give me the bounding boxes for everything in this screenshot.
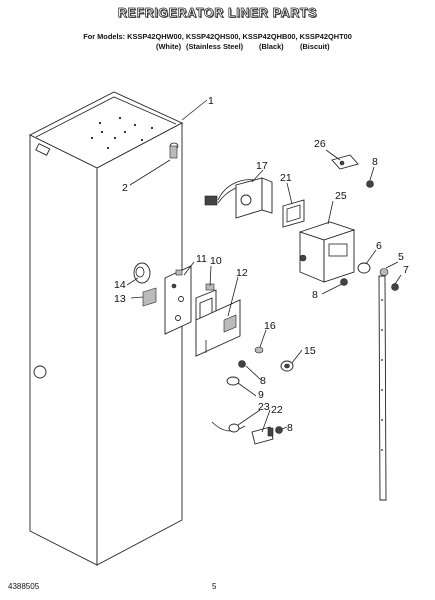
callout-12: 12 [236,267,248,279]
callout-8-lower: 8 [260,375,266,387]
models-line: For Models: KSSP42QHW00, KSSP42QHS00, KS… [83,32,352,41]
callout-21: 21 [280,172,292,184]
insulation-pad [142,287,157,307]
screws [238,180,399,434]
callout-15: 15 [304,345,316,357]
callout-17: 17 [256,160,268,172]
callout-9: 9 [258,389,264,401]
callout-25: 25 [335,190,347,202]
thermistor-bulb [133,262,151,284]
door-switch-wire [211,421,274,445]
callout-8-top: 8 [372,156,378,168]
control-housing [195,299,241,357]
light-housing [298,221,356,283]
callout-5: 5 [398,251,404,263]
light-rod-assembly [357,262,389,501]
callout-26: 26 [314,138,326,150]
variant-biscuit: (Biscuit) [300,42,330,51]
callout-1: 1 [208,95,214,107]
callout-13: 13 [114,293,126,305]
callout-23: 23 [258,401,270,413]
gasket [282,199,305,228]
callout-7: 7 [403,264,409,276]
wire-harness-switch [204,177,273,219]
leader-lines [126,99,402,433]
callout-8-mid: 8 [312,289,318,301]
control-knob [254,346,294,372]
callout-10: 10 [210,255,222,267]
page-number: 5 [212,582,217,591]
cabinet-liner [28,91,184,566]
callout-2: 2 [122,182,128,194]
callout-14: 14 [114,279,126,291]
page-title: REFRIGERATOR LINER PARTS [117,6,318,21]
control-bracket [164,265,192,335]
light-socket [226,376,240,386]
callout-8-bottom: 8 [287,422,293,434]
callout-6: 6 [376,240,382,252]
callout-22: 22 [271,404,283,416]
variant-black: (Black) [259,42,284,51]
document-number: 4388505 [8,582,40,591]
variant-white: (White) [156,42,182,51]
callout-16: 16 [264,320,276,332]
callout-11: 11 [196,253,207,265]
variant-stainless: (Stainless Steel) [186,42,244,51]
